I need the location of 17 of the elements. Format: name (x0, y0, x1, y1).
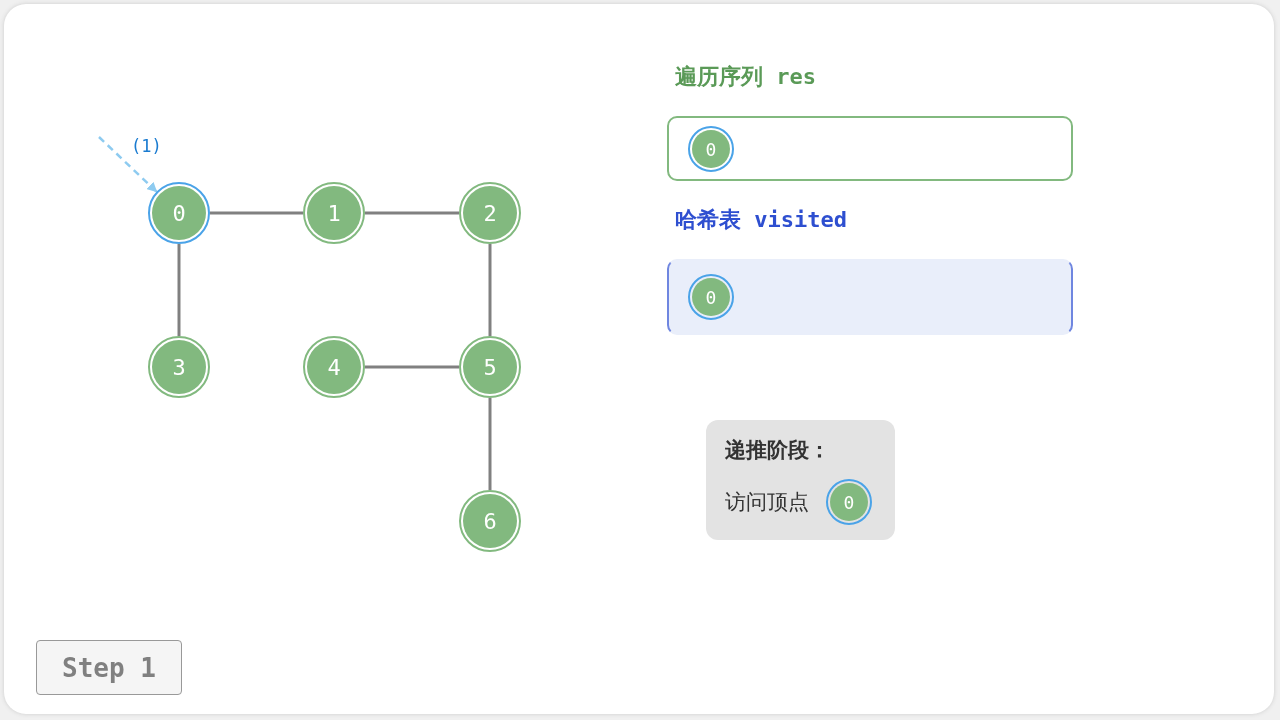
step-label: Step 1 (36, 640, 182, 695)
heading: 哈希表 visited (675, 206, 847, 234)
edge-label: (1) (131, 136, 162, 156)
graph-edge (488, 244, 492, 336)
callout-heading: 递推阶段： (725, 437, 830, 464)
graph-edge (488, 398, 492, 490)
arrow (98, 136, 158, 193)
graph-edge (177, 244, 181, 336)
vertex-circle: 0 (826, 479, 872, 525)
graph-edge (365, 365, 459, 369)
callout-text: 访问顶点 (725, 489, 809, 516)
graph-edge (365, 211, 459, 215)
vertex-circle: 0 (688, 126, 734, 172)
graph-edge (210, 211, 303, 215)
vertex-circle: 0 (688, 274, 734, 320)
callout-box (706, 420, 895, 540)
heading: 遍历序列 res (675, 63, 816, 91)
